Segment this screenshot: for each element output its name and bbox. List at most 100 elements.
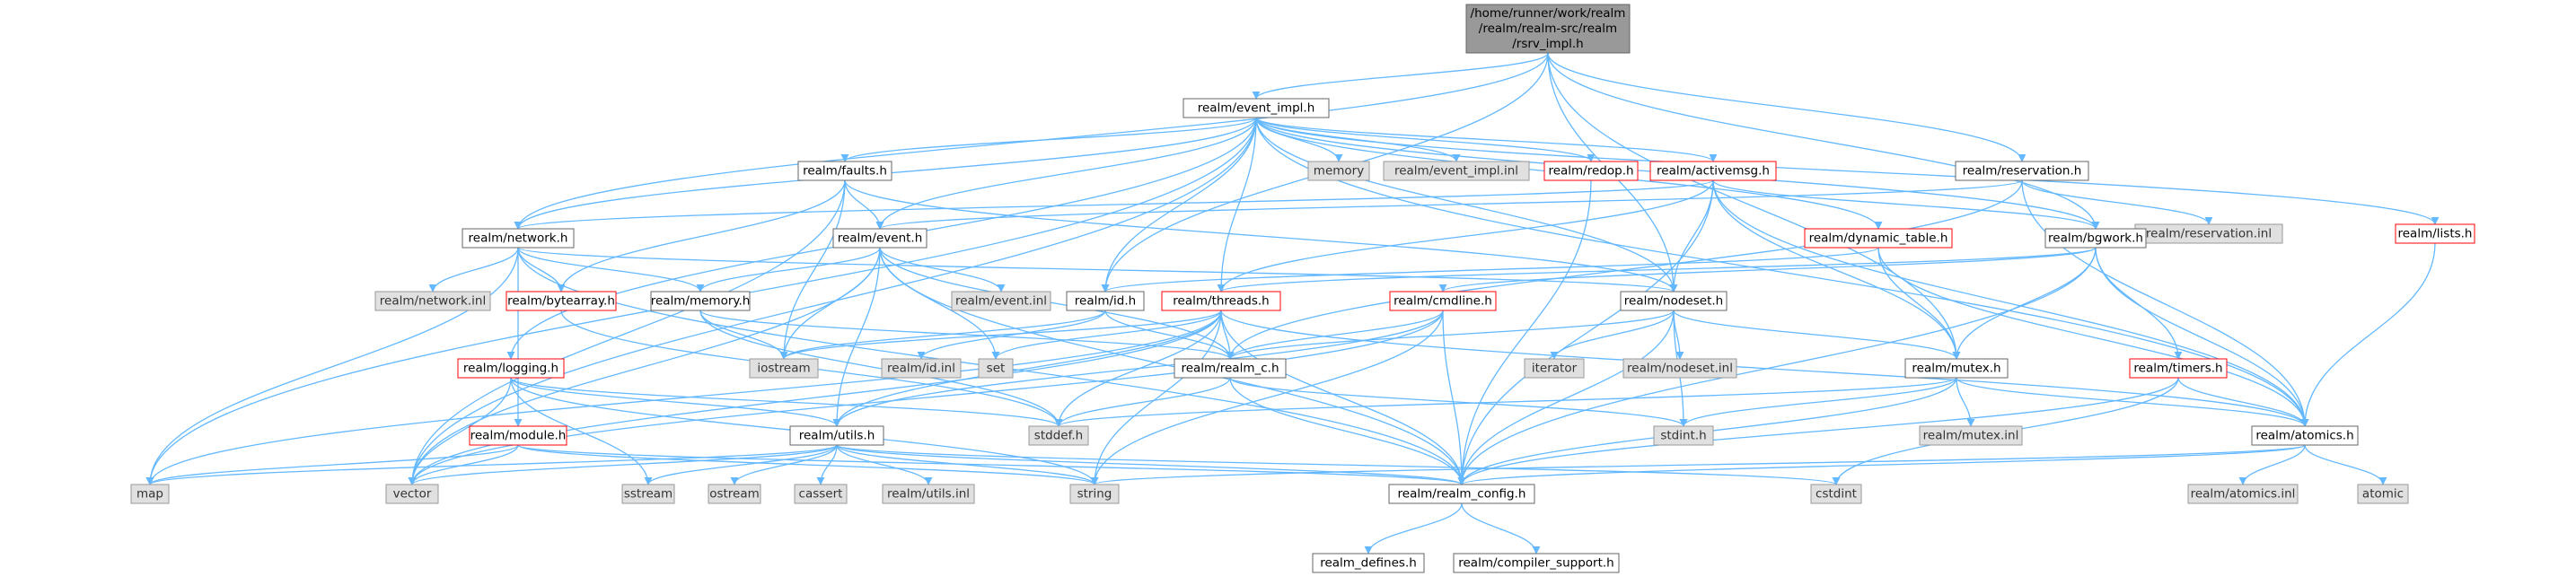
edge-realm_config-to-realm_defines — [1364, 502, 1463, 554]
node-bytearray[interactable]: realm/bytearray.h — [506, 291, 617, 311]
edge-timers-to-atomics — [2177, 377, 2309, 427]
node-memory: memory — [1307, 161, 1370, 181]
node-timers[interactable]: realm/timers.h — [2129, 358, 2228, 379]
node-label: realm/reservation.inl — [2146, 227, 2272, 241]
node-label: realm/atomics.inl — [2191, 487, 2296, 502]
edge-network-to-map — [145, 247, 519, 485]
node-nodeset_inl: realm/nodeset.inl — [1622, 358, 1737, 379]
node-faults[interactable]: realm/faults.h — [797, 161, 892, 181]
node-id[interactable]: realm/id.h — [1066, 291, 1145, 311]
node-label: map — [136, 487, 163, 502]
node-mutex_inl: realm/mutex.inl — [1919, 425, 2023, 446]
edge-logging-to-utils — [510, 377, 841, 427]
node-label: realm/reservation.h — [1963, 164, 2082, 179]
node-label: realm/mutex.h — [1912, 362, 2000, 376]
node-layer: /home/runner/work/realm/realm/realm-src/… — [130, 4, 2475, 573]
node-box — [1524, 358, 1585, 379]
node-label: realm/event_impl.inl — [1394, 164, 1518, 179]
node-threads[interactable]: realm/threads.h — [1161, 291, 1281, 311]
edge-bgwork-to-mutex — [1952, 247, 2097, 360]
node-box — [1543, 161, 1639, 181]
node-box — [1453, 553, 1620, 573]
node-network[interactable]: realm/network.h — [462, 228, 575, 249]
edge-reservation-to-atomics — [2021, 179, 2309, 427]
edge-mutex-to-stddef — [1054, 377, 1957, 427]
node-iterator: iterator — [1524, 358, 1585, 379]
node-box — [1622, 358, 1737, 379]
node-box — [1182, 98, 1330, 118]
edge-event_impl-to-event — [875, 117, 1257, 230]
node-label: realm/logging.h — [463, 362, 558, 376]
node-bgwork[interactable]: realm/bgwork.h — [2044, 228, 2147, 249]
node-logging[interactable]: realm/logging.h — [457, 358, 565, 379]
edge-atomics-to-string — [1091, 444, 2306, 485]
edge-redop-to-realm_config — [1457, 179, 1592, 485]
node-label: realm/timers.h — [2133, 362, 2222, 376]
node-reservation_inl: realm/reservation.inl — [2134, 223, 2283, 244]
node-box — [1653, 425, 1714, 446]
node-box — [1307, 161, 1370, 181]
edge-utils-to-sstream — [644, 444, 838, 485]
node-realm_c[interactable]: realm/realm_c.h — [1174, 358, 1287, 379]
node-box — [789, 425, 884, 446]
node-reservation[interactable]: realm/reservation.h — [1955, 161, 2089, 181]
edge-id-to-id_inl — [917, 310, 1106, 360]
node-box — [1919, 425, 2023, 446]
node-nodeset[interactable]: realm/nodeset.h — [1620, 291, 1728, 311]
node-set: set — [978, 358, 1014, 379]
edge-nodeset-to-realm_config — [1457, 310, 1675, 485]
node-redop[interactable]: realm/redop.h — [1543, 161, 1639, 181]
edge-mutex-to-atomics — [1956, 377, 2309, 427]
node-box — [506, 291, 617, 311]
node-rmemory[interactable]: realm/memory.h — [650, 291, 751, 311]
edge-dynamic_table-to-atomics — [1877, 247, 2309, 427]
node-realm_config[interactable]: realm/realm_config.h — [1388, 484, 1535, 504]
edge-threads-to-set — [991, 310, 1222, 360]
node-lists[interactable]: realm/lists.h — [2395, 223, 2475, 244]
node-module[interactable]: realm/module.h — [469, 425, 567, 446]
node-label: realm/bgwork.h — [2048, 231, 2143, 246]
edge-utils-to-cstdint — [836, 444, 1841, 485]
node-box — [1649, 161, 1777, 181]
edge-threads-to-string — [1090, 310, 1222, 485]
node-label: realm/network.h — [469, 231, 568, 246]
node-sstream: sstream — [621, 484, 675, 504]
node-box — [385, 484, 439, 504]
node-label: realm/atomics.h — [2255, 429, 2353, 443]
node-cmdline[interactable]: realm/cmdline.h — [1389, 291, 1497, 311]
edge-nodeset-to-mutex — [1673, 310, 1961, 360]
node-box — [1028, 425, 1089, 446]
edge-atomics-to-atomics_inl — [2238, 444, 2306, 485]
node-box — [749, 358, 819, 379]
node-iostream: iostream — [749, 358, 819, 379]
node-realm_defines[interactable]: realm_defines.h — [1312, 553, 1425, 573]
node-box — [2395, 223, 2475, 244]
edge-event-to-vector — [408, 247, 881, 485]
node-dynamic_table[interactable]: realm/dynamic_table.h — [1804, 228, 1953, 249]
edge-faults-to-vector — [408, 179, 846, 485]
edge-rmemory-to-stddef — [699, 310, 1063, 427]
node-compiler_support[interactable]: realm/compiler_support.h — [1453, 553, 1620, 573]
edge-event_impl-to-lists — [1255, 117, 2440, 225]
node-label: realm/faults.h — [803, 164, 887, 179]
node-box — [978, 358, 1014, 379]
node-box — [621, 484, 675, 504]
node-activemsg[interactable]: realm/activemsg.h — [1649, 161, 1777, 181]
node-event[interactable]: realm/event.h — [832, 228, 928, 249]
node-box — [1066, 291, 1145, 311]
edge-realm_c-to-stddef — [1054, 377, 1231, 427]
node-utils[interactable]: realm/utils.h — [789, 425, 884, 446]
edge-event-to-realm_c — [879, 247, 1235, 360]
node-event_impl[interactable]: realm/event_impl.h — [1182, 98, 1330, 118]
edge-bgwork-to-atomics — [2095, 247, 2309, 427]
edge-utils-to-cassert — [816, 444, 838, 485]
edge-threads-to-realm_config — [1220, 310, 1466, 485]
edge-logging-to-sstream — [510, 377, 653, 485]
node-box — [951, 291, 1051, 311]
node-atomics[interactable]: realm/atomics.h — [2251, 425, 2359, 446]
node-label: ostream — [709, 487, 760, 502]
node-root[interactable]: /home/runner/work/realm/realm/realm-src/… — [1465, 4, 1631, 54]
node-mutex[interactable]: realm/mutex.h — [1904, 358, 2009, 379]
node-label: realm/threads.h — [1173, 294, 1269, 309]
edge-module-to-map — [145, 444, 519, 485]
